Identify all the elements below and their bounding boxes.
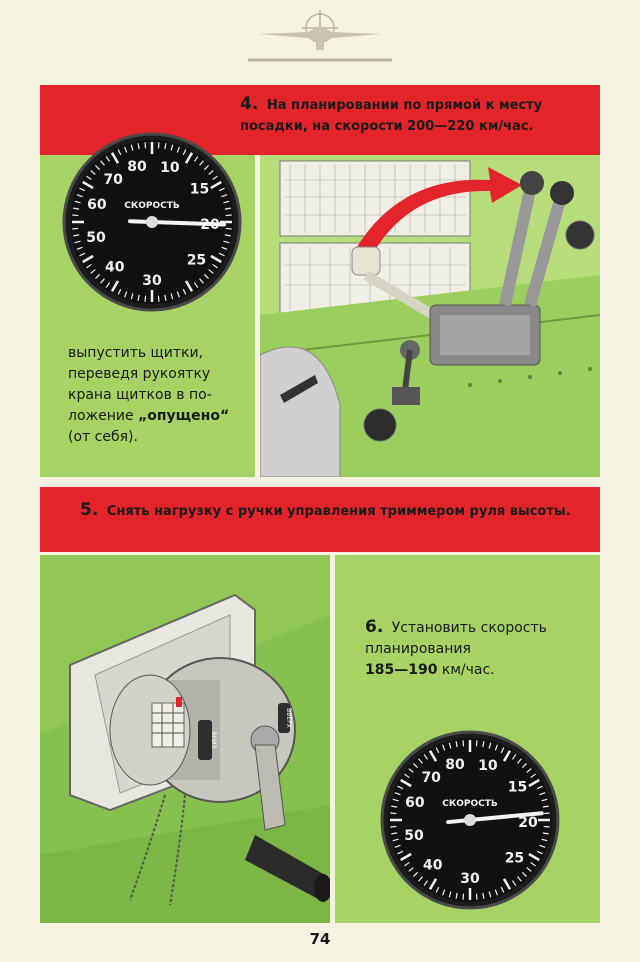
flaps-position-highlight: „опущено“ [138,408,230,424]
trim-crank-illustration: ВНИЗ ВВЕРХ [40,555,330,923]
flaps-instruction-text: выпустить щитки, переведя рукоятку крана… [68,345,212,424]
step-6-instruction: Установить скорость планирования [365,620,547,657]
flaps-instruction: выпустить щитки, переведя рукоятку крана… [68,343,253,448]
step-4-number: 4. [240,94,259,114]
gauge-tick-label: 80 [445,757,465,773]
trim-down-mark: ВНИЗ [210,732,217,749]
step-6-speed-range: 185—190 [365,662,438,678]
gauge-tick-label: 50 [404,828,424,844]
gauge-label: СКОРОСТЬ [124,201,180,211]
gauge-tick-label: 30 [460,871,480,887]
gauge-tick-label: 25 [187,252,206,268]
gauge-needle [446,811,544,825]
gauge-needle [128,219,226,227]
gauge-tick-label: 15 [190,182,209,198]
step-6-number: 6. [365,617,384,637]
flaps-instruction-end: (от себя). [68,429,138,445]
gauge-tick-label: 70 [421,770,441,786]
gauge-label: СКОРОСТЬ [442,799,498,809]
flap-valve-icon [392,340,420,405]
trim-crank-handle-icon [245,744,330,902]
step-6-text: 6. Установить скорость планирования 185—… [365,617,590,681]
gauge-tick-label: 80 [127,159,147,175]
direction-arrow-icon [355,167,522,255]
step-5-header-band [40,487,600,552]
gauge-tick-label: 70 [103,172,123,188]
step-5-instruction: Снять нагрузку с ручки управления тримме… [106,504,571,519]
step-4-instruction: На планировании по прямой к месту посадк… [240,98,543,134]
small-dial-icon [363,408,397,442]
step-5-number: 5. [80,500,99,520]
cockpit-drawing [260,155,600,477]
gauge-tick-label: 20 [518,815,538,831]
step-5-text: 5. Снять нагрузку с ручки управления три… [80,500,580,522]
gauge-tick-label: 50 [86,230,106,246]
step-4-text: 4. На планировании по прямой к месту пос… [240,94,590,137]
gauge-tick-label: 30 [142,273,162,289]
flaps-text-panel [40,325,255,477]
page-number: 74 [309,930,331,948]
small-dial-icon [565,220,595,250]
step-6-unit: км/час. [437,662,495,678]
gauge-tick-label: 15 [508,780,527,796]
trim-up-mark: ВВЕРХ [285,708,292,728]
airplane-emblem-icon [248,10,392,62]
gauge-tick-label: 10 [478,758,498,774]
gauge-tick-label: 60 [87,197,107,213]
flap-lever-icon [429,171,574,366]
flap-lever-illustration [260,155,600,477]
gauge-tick-label: 25 [505,850,524,866]
gauge-tick-label: 40 [423,857,443,873]
gauge-tick-label: 60 [405,795,425,811]
gauge-tick-label: 40 [105,259,125,275]
control-wheel-icon [260,346,341,477]
gauge-tick-label: 10 [160,160,180,176]
trim-cable-icon [129,794,186,906]
